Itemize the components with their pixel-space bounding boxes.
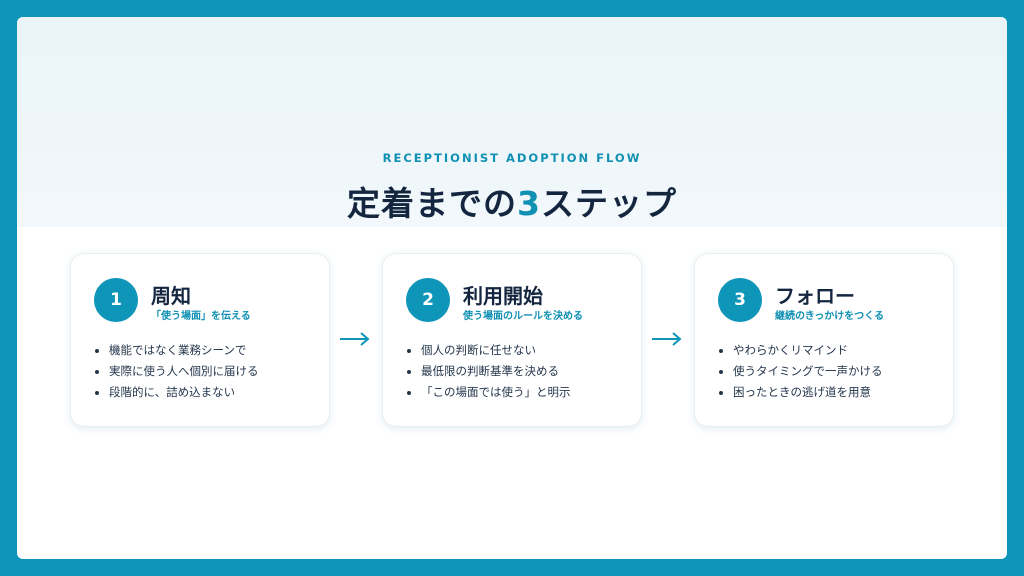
header-band <box>17 17 1007 227</box>
step-subtitle: 継続のきっかけをつくる <box>775 311 885 322</box>
list-item: 最低限の判断基準を決める <box>405 361 571 382</box>
list-item: 段階的に、詰め込まない <box>93 382 259 403</box>
step-card-3: 3 フォロー 継続のきっかけをつくる やわらかくリマインド 使うタイミングで一声… <box>694 253 954 427</box>
list-item: 「この場面では使う」と明示 <box>405 382 571 403</box>
title-suffix: ステップ <box>540 184 677 223</box>
title-number: 3 <box>517 184 541 223</box>
list-item: 実際に使う人へ個別に届ける <box>93 361 259 382</box>
list-item: 機能ではなく業務シーンで <box>93 340 259 361</box>
step-number-badge: 3 <box>718 278 762 322</box>
step-card-1: 1 周知 「使う場面」を伝える 機能ではなく業務シーンで 実際に使う人へ個別に届… <box>70 253 330 427</box>
list-item: 困ったときの逃げ道を用意 <box>717 382 883 403</box>
step-title: 利用開始 <box>463 284 543 308</box>
step-title: フォロー <box>775 284 855 308</box>
page-title: 定着までの3ステップ <box>17 177 1007 225</box>
step-bullet-list: 機能ではなく業務シーンで 実際に使う人へ個別に届ける 段階的に、詰め込まない <box>93 340 259 403</box>
title-prefix: 定着までの <box>347 184 518 223</box>
step-number-badge: 1 <box>94 278 138 322</box>
eyebrow-label: RECEPTIONIST ADOPTION FLOW <box>382 151 642 165</box>
step-number-badge: 2 <box>406 278 450 322</box>
arrow-right-icon <box>340 332 370 346</box>
step-bullet-list: やわらかくリマインド 使うタイミングで一声かける 困ったときの逃げ道を用意 <box>717 340 883 403</box>
list-item: やわらかくリマインド <box>717 340 883 361</box>
list-item: 個人の判断に任せない <box>405 340 571 361</box>
slide: RECEPTIONIST ADOPTION FLOW 定着までの3ステップ 1 … <box>17 17 1007 559</box>
list-item: 使うタイミングで一声かける <box>717 361 883 382</box>
step-card-2: 2 利用開始 使う場面のルールを決める 個人の判断に任せない 最低限の判断基準を… <box>382 253 642 427</box>
step-subtitle: 使う場面のルールを決める <box>463 311 583 322</box>
step-title: 周知 <box>151 284 191 308</box>
step-bullet-list: 個人の判断に任せない 最低限の判断基準を決める 「この場面では使う」と明示 <box>405 340 571 403</box>
step-subtitle: 「使う場面」を伝える <box>151 311 251 322</box>
arrow-right-icon <box>652 332 682 346</box>
